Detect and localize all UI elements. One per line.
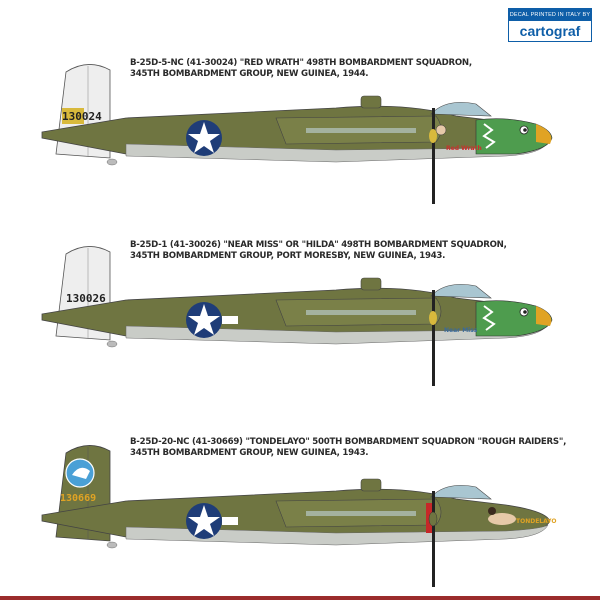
tail-wheel: [106, 541, 118, 549]
shark-nose: [475, 300, 553, 337]
tail-serial: 130026: [66, 292, 106, 305]
nose-art-figure: [435, 124, 447, 136]
dorsal-turret: [360, 277, 382, 291]
dorsal-turret: [360, 95, 382, 109]
propeller: [432, 290, 435, 386]
nose-teeth: [482, 123, 496, 149]
bottom-border: [0, 596, 600, 600]
tail-serial: 130669: [60, 493, 96, 504]
profile-3-caption-line2: 345TH BOMBARDMENT GROUP, NEW GUINEA, 194…: [130, 448, 369, 458]
nose-eye-pupil: [523, 310, 527, 314]
profile-1-aircraft: 130024 Red Wrath: [36, 58, 562, 208]
star-insignia-star: [188, 505, 220, 536]
profile-2-aircraft-drawing: 130026 Near Miss: [41, 246, 553, 386]
profile-2-caption-line1: B-25D-1 (41-30026) "NEAR MISS" OR "HILDA…: [130, 240, 507, 250]
nose-art-pinup: [488, 513, 516, 525]
nose-teeth: [482, 305, 496, 331]
nose-art-text: TONDELAYO: [516, 518, 556, 525]
profile-3-caption: B-25D-20-NC (41-30669) "TONDELAYO" 500TH…: [130, 437, 566, 459]
profile-2-caption: B-25D-1 (41-30026) "NEAR MISS" OR "HILDA…: [130, 240, 507, 262]
wing-highlight: [306, 128, 416, 133]
propeller: [432, 108, 435, 204]
profile-1-caption-line2: 345TH BOMBARDMENT GROUP, NEW GUINEA, 194…: [130, 69, 369, 79]
dorsal-turret: [360, 478, 382, 492]
propeller: [432, 491, 435, 587]
propeller-hub: [429, 311, 437, 325]
logo-brand: cartograf: [519, 23, 581, 39]
tail-serial-patch: [62, 108, 84, 124]
cartograf-logo: DECAL PRINTED IN ITALY BY cartograf: [508, 8, 592, 42]
shark-nose: [475, 118, 553, 155]
profile-3-aircraft: 130669 TONDELAYO: [36, 437, 562, 593]
tail-wheel: [106, 340, 118, 348]
profile-2-caption-line2: 345TH BOMBARDMENT GROUP, PORT MORESBY, N…: [130, 251, 446, 261]
profile-1-caption-line1: B-25D-5-NC (41-30024) "RED WRATH" 498TH …: [130, 58, 472, 68]
profile-3-aircraft-drawing: 130669 TONDELAYO: [41, 445, 556, 587]
profile-1-aircraft-drawing: 130024 Red Wrath: [41, 64, 553, 204]
insignia-bar: [222, 517, 238, 525]
cockpit-canopy: [430, 284, 492, 299]
propeller-hub: [429, 129, 437, 143]
wing-highlight: [306, 511, 416, 516]
cockpit-canopy: [430, 102, 492, 117]
cockpit-canopy: [430, 485, 492, 500]
underside: [125, 524, 549, 546]
wing-highlight: [306, 310, 416, 315]
nose-eye-pupil: [523, 128, 527, 132]
profile-2-aircraft: 130026 Near Miss: [36, 240, 562, 390]
nose-beak: [536, 124, 552, 144]
profile-3-caption-line1: B-25D-20-NC (41-30669) "TONDELAYO" 500TH…: [130, 437, 567, 447]
nose-beak: [536, 306, 552, 326]
nose-art-text: Near Miss: [444, 327, 478, 334]
propeller-hub: [428, 511, 438, 527]
star-insignia-star: [188, 304, 220, 335]
insignia-bar: [222, 316, 238, 324]
star-insignia-star: [188, 122, 220, 153]
nose-art-text: Red Wrath: [446, 145, 482, 152]
logo-tagline: DECAL PRINTED IN ITALY BY: [509, 9, 591, 21]
tail-serial: 130024: [62, 110, 102, 123]
tail-wheel: [106, 158, 118, 166]
profile-1-caption: B-25D-5-NC (41-30024) "RED WRATH" 498TH …: [130, 58, 472, 80]
squadron-emblem-figure: [72, 467, 90, 479]
nose-art-pinup-hair: [488, 507, 496, 515]
